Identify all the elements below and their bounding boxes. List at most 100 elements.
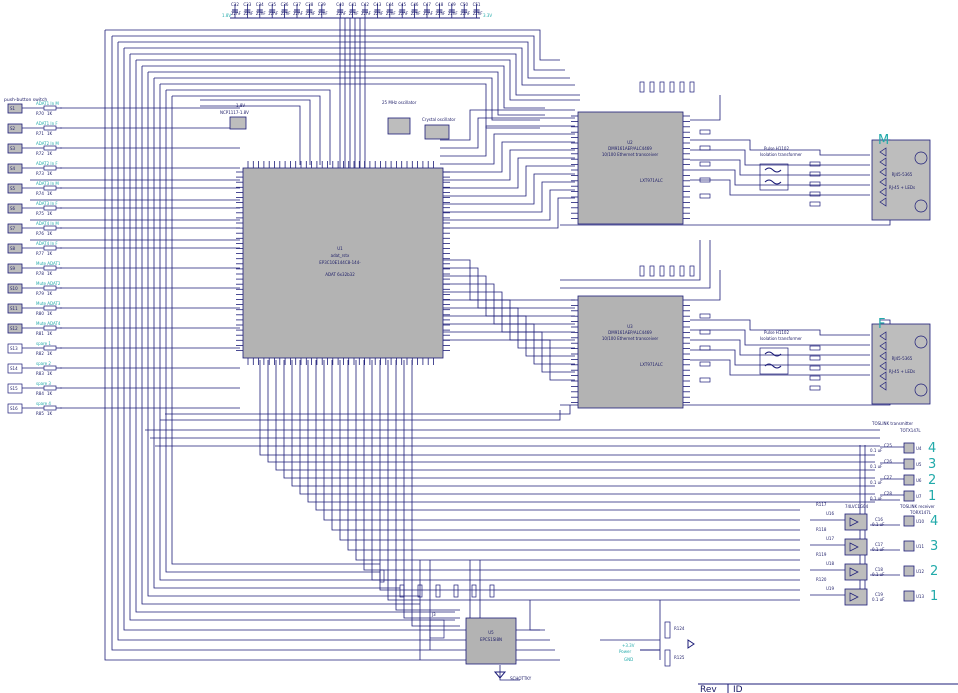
phy-pullup bbox=[649, 265, 655, 277]
switch-body bbox=[7, 303, 23, 314]
cap-ref: C46 bbox=[411, 2, 419, 7]
jack-resistor bbox=[809, 375, 821, 381]
jack-pin-icon bbox=[879, 147, 887, 157]
switch-resistor bbox=[43, 205, 57, 211]
switch-res-val: 1K bbox=[47, 311, 53, 316]
cap-ref: C36 bbox=[281, 2, 289, 7]
jack-resistor bbox=[809, 355, 821, 361]
phy-pullup bbox=[659, 265, 665, 277]
switch-ref: S10 bbox=[10, 286, 18, 291]
jack-pin-icon bbox=[879, 371, 887, 381]
cap-value: 22nF bbox=[318, 11, 329, 16]
switch-resistor bbox=[43, 125, 57, 131]
rx-buffer-body bbox=[844, 563, 868, 581]
cap-value: 22nF bbox=[386, 11, 397, 16]
switch-label: spare 4 bbox=[36, 401, 51, 406]
rx-number: 2 bbox=[930, 564, 938, 579]
switch-res-ref: R70 bbox=[36, 111, 44, 116]
switch-ref: S15 bbox=[10, 386, 18, 391]
switch-body bbox=[7, 343, 23, 354]
rx-number: 3 bbox=[930, 539, 938, 554]
switch-label: ADAT4 In F bbox=[36, 241, 58, 246]
config-resistor bbox=[453, 584, 459, 598]
jack-pin-icon bbox=[879, 177, 887, 187]
config-header bbox=[429, 619, 445, 639]
config-resistors bbox=[379, 569, 495, 598]
switch-resistor bbox=[43, 405, 57, 411]
power-res-1 bbox=[664, 621, 671, 639]
phy-resistor bbox=[699, 329, 711, 335]
toslink-rx-part: TORX147L bbox=[909, 510, 932, 515]
switch-ref: S9 bbox=[10, 266, 16, 271]
switch-body bbox=[7, 163, 23, 174]
switch-label: spare 1 bbox=[36, 341, 51, 346]
switch-resistor bbox=[43, 365, 57, 371]
cap-value: 22nF bbox=[460, 11, 471, 16]
transformer-desc: Isolation transformer bbox=[760, 152, 802, 157]
rx-res-ref: R120 bbox=[816, 577, 827, 582]
cap-ref: C35 bbox=[268, 2, 276, 7]
jack-pin-icon bbox=[879, 381, 887, 391]
cap-value: 22nF bbox=[435, 11, 446, 16]
config-resistor bbox=[379, 569, 385, 583]
jack-led-icon bbox=[914, 335, 928, 349]
oscillator-body bbox=[424, 124, 450, 140]
jack-resistor bbox=[809, 345, 821, 351]
tx-cap-val: 0.1 uF bbox=[870, 448, 883, 453]
cap-ref: C41 bbox=[349, 2, 357, 7]
port-marker: F bbox=[878, 317, 885, 332]
jack-pin-icon bbox=[879, 341, 887, 351]
oscillator: 25 MHz oscillator Crystal oscillator bbox=[382, 100, 456, 140]
cap-value: 22nF bbox=[423, 11, 434, 16]
rail-1v8-label: 1.8V bbox=[222, 13, 231, 18]
switch-res-val: 1K bbox=[47, 231, 53, 236]
toslink-rx-title: TOSLINK receiver bbox=[899, 504, 935, 509]
power-res-2 bbox=[664, 649, 671, 667]
regulator-body bbox=[229, 116, 247, 130]
toslink-tx-module bbox=[903, 474, 915, 486]
buffer-triangle-icon bbox=[849, 542, 859, 552]
phy-desc: 10/100 Ethernet transceiver bbox=[602, 152, 659, 157]
title-rev: Rev bbox=[700, 685, 717, 693]
switch-ref: S7 bbox=[10, 226, 16, 231]
rx-cap-ref: C18 bbox=[875, 567, 883, 572]
switch-body bbox=[7, 403, 23, 414]
cap-ref: C42 bbox=[361, 2, 369, 7]
switch-res-ref: R82 bbox=[36, 351, 44, 356]
phy-resistor bbox=[699, 345, 711, 351]
config-resistor bbox=[399, 584, 405, 598]
rx-buffer-body bbox=[844, 588, 868, 606]
switch-label: ADAT1 In F bbox=[36, 121, 58, 126]
tx-cap-ref: C25 bbox=[884, 443, 892, 448]
cap-ref: C37 bbox=[293, 2, 301, 7]
phy-name: DM9161AEP/ALC4469 bbox=[608, 330, 652, 335]
toslink-tx-module bbox=[903, 442, 915, 454]
switch-ref: S5 bbox=[10, 186, 16, 191]
power-res-1-ref: R124 bbox=[674, 626, 685, 631]
switch-res-ref: R73 bbox=[36, 171, 44, 176]
switch-label: ADAT3 In M bbox=[36, 181, 59, 186]
switch-res-ref: R79 bbox=[36, 291, 44, 296]
switch-ref: S16 bbox=[10, 406, 18, 411]
switch-res-ref: R71 bbox=[36, 131, 44, 136]
isolation-transformer bbox=[759, 163, 789, 191]
tx-number: 4 bbox=[928, 441, 936, 456]
jack-pin-icon bbox=[879, 361, 887, 371]
rx-number: 4 bbox=[930, 514, 938, 529]
regulator-label: NCP1117-1.8V bbox=[220, 110, 249, 115]
jack-pin-icon bbox=[879, 167, 887, 177]
switch-res-val: 1K bbox=[47, 331, 53, 336]
transformer-part: Pulse H1102 bbox=[764, 146, 789, 151]
switch-ref: S14 bbox=[10, 366, 18, 371]
switch-body bbox=[7, 243, 23, 254]
config-chip-name: EPCS1SI8N bbox=[480, 637, 502, 642]
cap-value: 22nF bbox=[336, 11, 347, 16]
phy-pullup bbox=[689, 81, 695, 93]
phy-ref: U3 bbox=[627, 324, 633, 329]
config-resistor bbox=[435, 584, 441, 598]
power-led-icon bbox=[687, 639, 695, 649]
